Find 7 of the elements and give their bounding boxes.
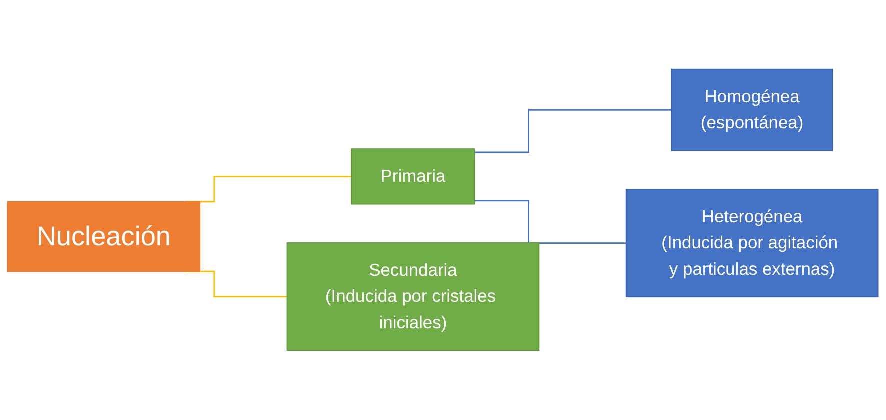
node-box: Heterogénea (Inducida por agitación y particulas externas): [626, 189, 879, 298]
node-box: Primaria: [351, 148, 476, 205]
node-box: Nucleación: [7, 201, 201, 272]
node-box: Secundaria (Inducida por cristales iniciales): [286, 242, 540, 352]
node-box: Homogénea (espontánea): [671, 68, 834, 152]
connector: [474, 109, 672, 154]
connector: [474, 200, 626, 244]
